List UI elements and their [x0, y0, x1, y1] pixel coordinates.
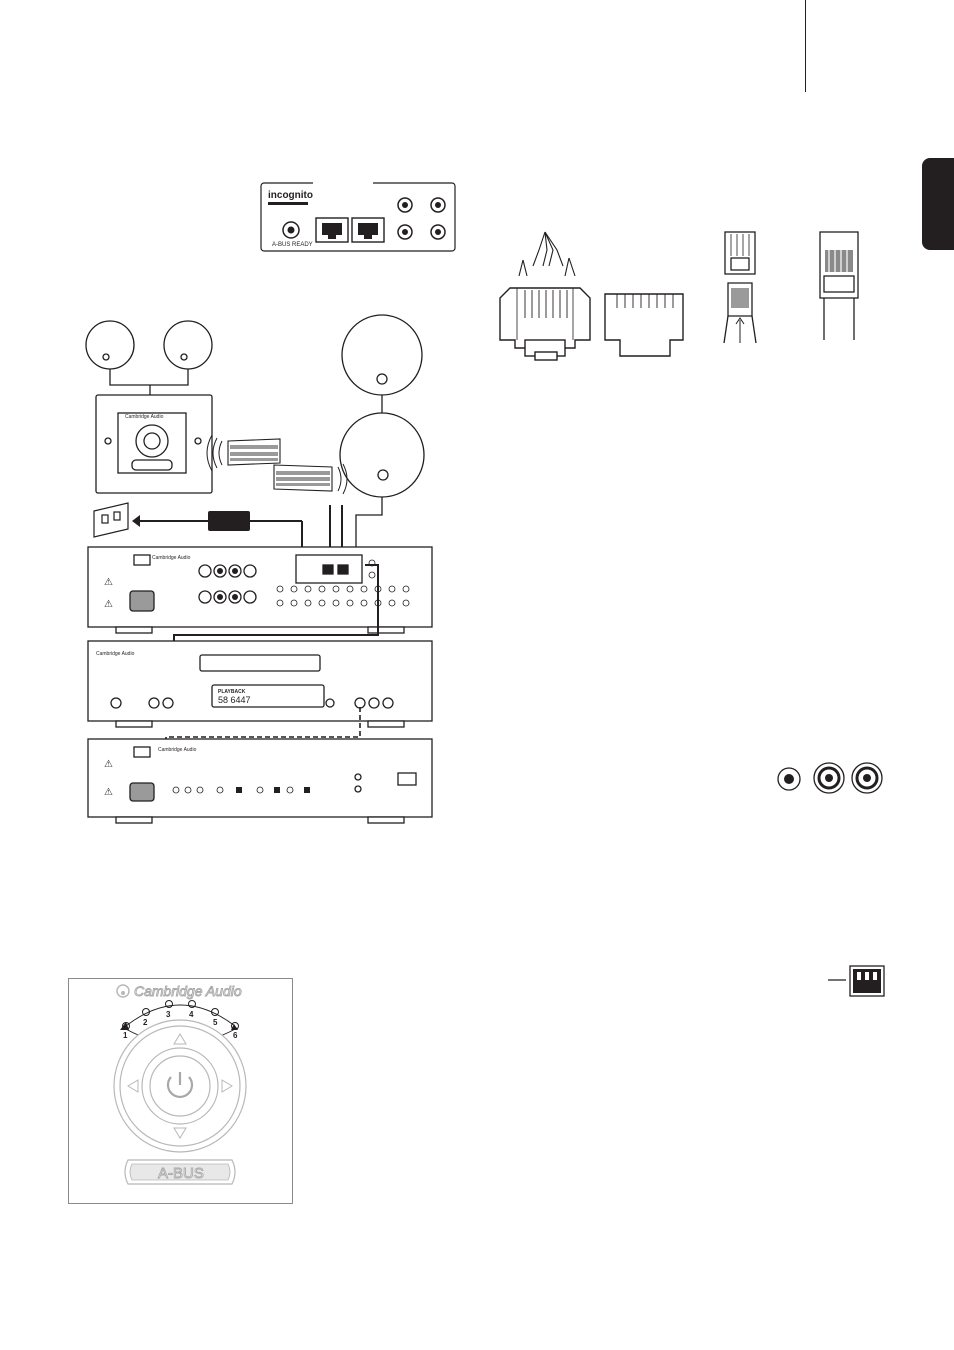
- zone-label-2: 2: [143, 1018, 148, 1027]
- page-rule: [805, 0, 806, 92]
- speaker-right-2: [340, 413, 424, 497]
- rj45-plug-wired: [820, 232, 858, 340]
- dip-switch: [826, 962, 888, 1000]
- rj45-plug-side: [500, 288, 590, 360]
- zone-label-5: 5: [213, 1018, 218, 1027]
- cd-player: [88, 641, 432, 727]
- display-text: 58 6447: [218, 695, 251, 705]
- zone-label-1: 1: [123, 1031, 128, 1040]
- mains-socket: [94, 503, 128, 537]
- tuner-unit: [88, 739, 432, 823]
- rca-socket-trio: [775, 758, 885, 798]
- incognito-logo: incognito: [268, 190, 313, 201]
- wire-fan: [519, 232, 575, 276]
- keypad-small-brand: Cambridge Audio: [125, 414, 164, 420]
- wall-keypad: [96, 395, 212, 493]
- speaker-left-1: [86, 321, 134, 369]
- system-diagram: Cambridge Audio Cambridge Audio: [80, 315, 440, 827]
- svg-text:⚠: ⚠: [104, 759, 113, 770]
- svg-text:⚠: ⚠: [104, 599, 113, 610]
- rj45-socket-2: [352, 218, 384, 242]
- rj45-connector-diagrams: [495, 228, 875, 373]
- zone-label-6: 6: [233, 1031, 238, 1040]
- rj45-socket-1: [316, 218, 348, 242]
- keypad-closeup: Cambridge Audio 1 2 3 4 5 6 A-BUS: [68, 978, 293, 1204]
- keypad-bus-label: A-BUS: [158, 1165, 204, 1182]
- power-supply: [208, 511, 250, 531]
- svg-text:⚠: ⚠: [104, 577, 113, 588]
- svg-text:⚠: ⚠: [104, 787, 113, 798]
- zone-label-3: 3: [166, 1010, 171, 1019]
- incognito-panel: incognito A-BUS READY: [258, 180, 458, 254]
- amp-brand: Cambridge Audio: [152, 555, 191, 561]
- keypad-brand: Cambridge Audio: [134, 983, 242, 999]
- zone-label-4: 4: [189, 1010, 194, 1019]
- abus-ready-label: A-BUS READY: [272, 242, 313, 248]
- player-brand: Cambridge Audio: [96, 651, 135, 657]
- speaker-right-1: [342, 315, 422, 395]
- speaker-left-2: [164, 321, 212, 369]
- section-tab: [922, 158, 954, 250]
- tuner-brand: Cambridge Audio: [158, 747, 197, 753]
